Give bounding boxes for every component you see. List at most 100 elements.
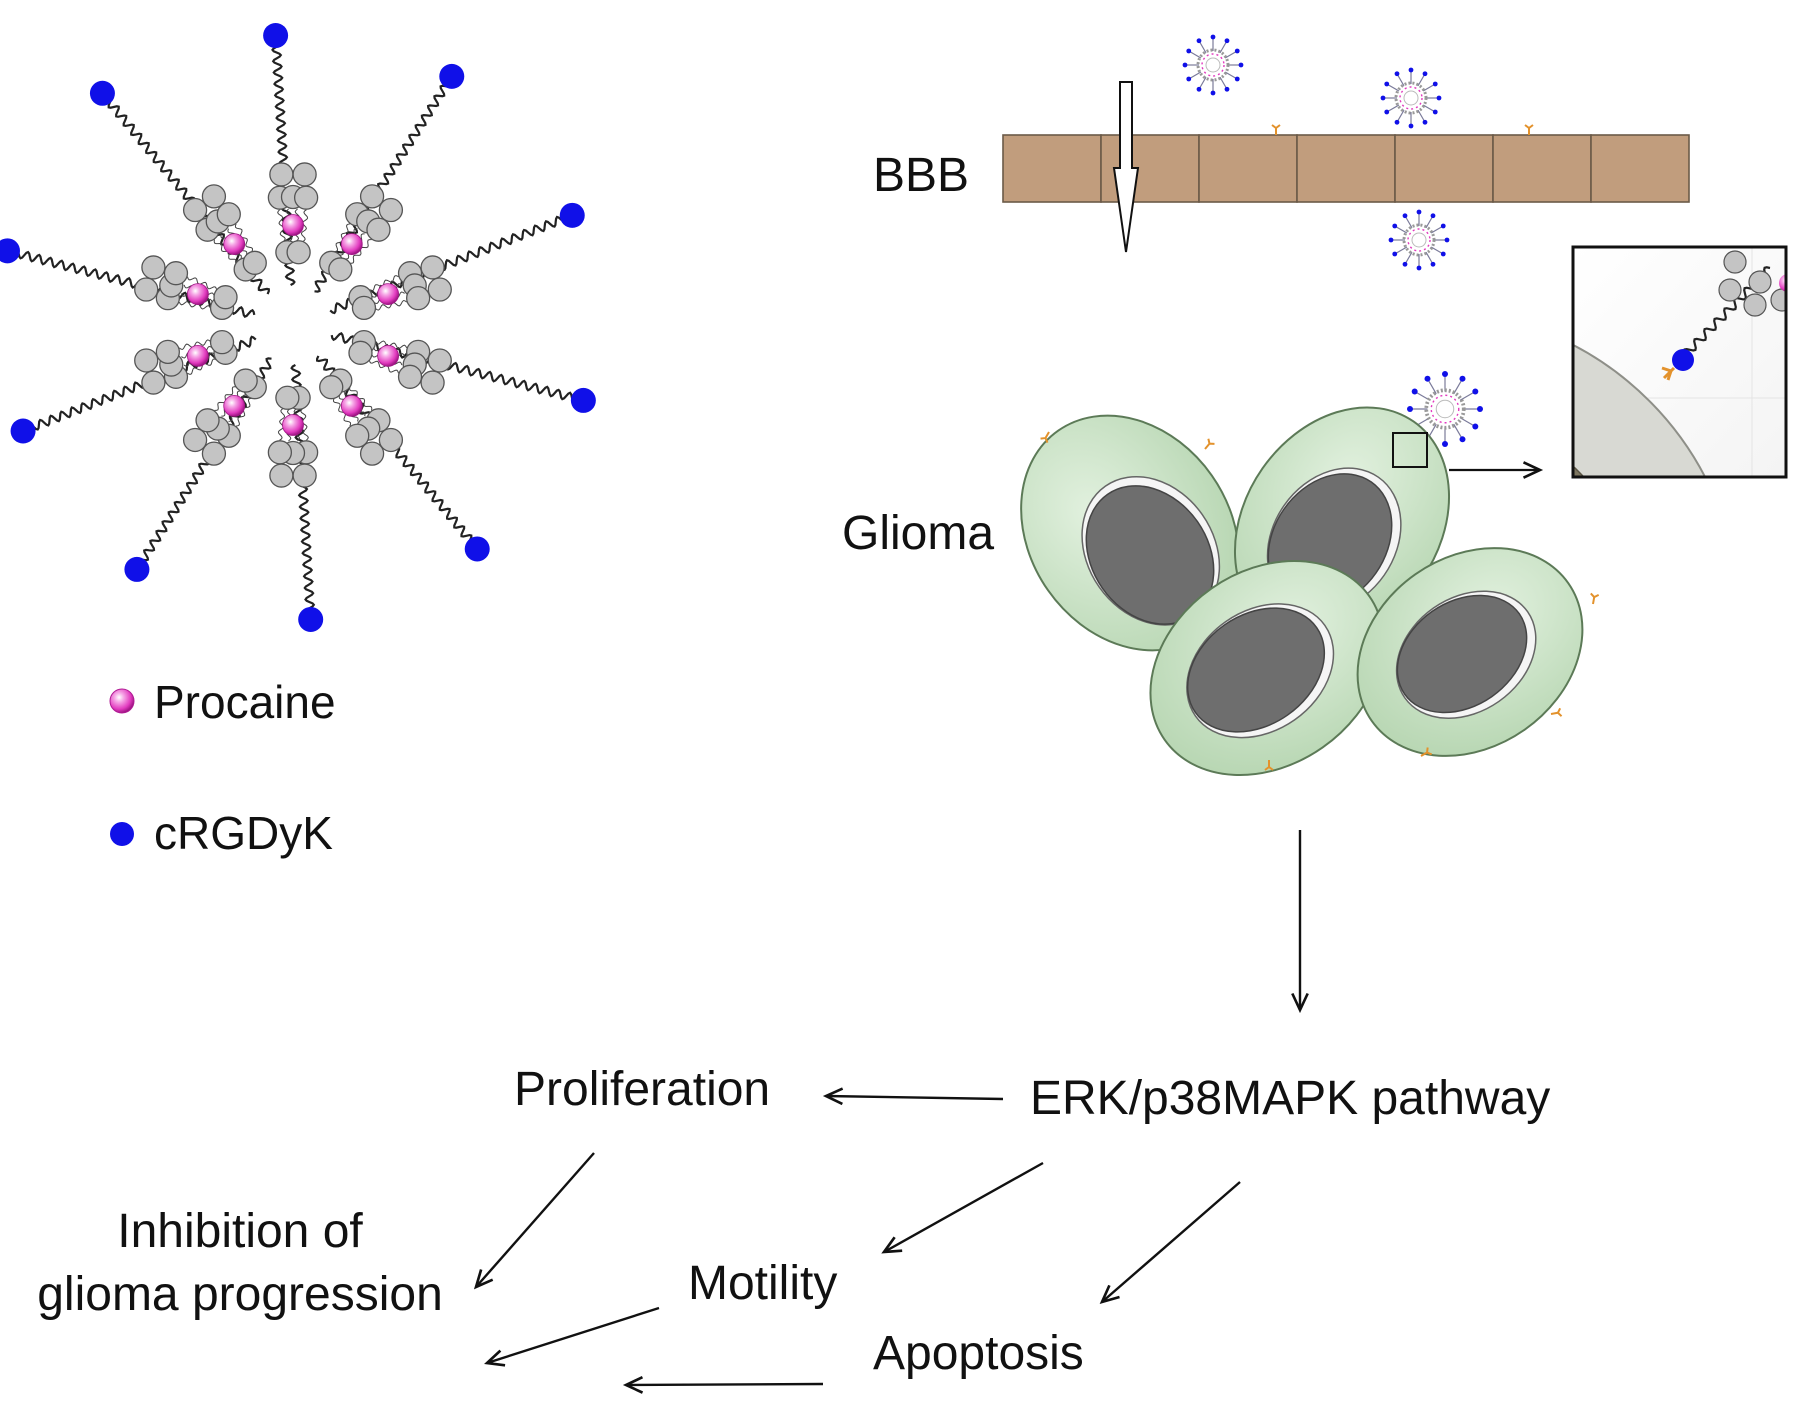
glioma-cell <box>1356 547 1584 757</box>
mini-ligand <box>1422 71 1428 77</box>
liposome-nanoparticle <box>0 23 596 632</box>
inset-crgdyk <box>1672 349 1694 371</box>
crgdyk-ligand <box>559 202 585 228</box>
inset-frame <box>1571 245 1788 479</box>
bbb-cell-block <box>1492 134 1592 203</box>
mini-liposome <box>1407 371 1483 447</box>
mini-ligand <box>1407 406 1413 412</box>
lipid-head <box>182 427 208 453</box>
lipid-head <box>134 348 159 373</box>
mini-ligand <box>1459 436 1466 443</box>
lipid-tail <box>187 276 218 291</box>
lipid-head <box>378 427 404 453</box>
procaine-molecule <box>282 414 304 436</box>
mini-ligand <box>1392 251 1398 257</box>
mini-ligand <box>1472 388 1479 395</box>
cell-receptor <box>1204 438 1215 450</box>
crgdyk-ligand <box>439 63 465 89</box>
lipid-head <box>427 277 452 302</box>
proliferation-label: Proliferation <box>514 1063 771 1116</box>
crgdyk-ligand <box>263 23 289 49</box>
mini-ligand <box>1380 95 1386 101</box>
mini-ligand <box>1430 213 1436 219</box>
mini-ligand <box>1224 38 1230 44</box>
lipid-head <box>420 370 445 395</box>
lipid-tail <box>300 209 309 243</box>
mini-shell <box>1394 81 1428 115</box>
arrow-pathway-to-motility <box>881 1161 1044 1254</box>
mini-ligand <box>1440 223 1446 229</box>
mini-ligand <box>1388 237 1394 243</box>
inset-procaine <box>1779 274 1786 292</box>
bbb-cell-block <box>1002 134 1102 203</box>
zoom-box <box>1392 432 1428 468</box>
crgdyk-ligand <box>0 238 20 264</box>
lipid-tail <box>300 408 309 441</box>
procaine-molecule <box>223 395 246 417</box>
mini-liposome <box>1182 34 1244 96</box>
mini-ligand <box>1442 441 1448 447</box>
inhibition-label-line2: glioma progression <box>37 1268 443 1321</box>
cell-receptor <box>1550 707 1563 717</box>
procaine-legend-label: Procaine <box>154 676 336 728</box>
mini-ligand <box>1210 34 1216 40</box>
mini-ligand <box>1436 95 1442 101</box>
nucleus <box>1186 607 1326 733</box>
mini-ligand <box>1416 265 1422 271</box>
procaine-molecule <box>340 395 363 417</box>
lipid-head <box>141 255 166 280</box>
lipid-head <box>134 277 159 302</box>
crgdyk-legend-label: cRGDyK <box>154 807 333 859</box>
mini-ligand <box>1238 62 1244 68</box>
lipid-head <box>201 441 227 466</box>
lipid-tail <box>277 209 286 242</box>
lipid-head <box>292 162 317 187</box>
mini-ligand <box>1430 261 1436 267</box>
zoom-inset <box>1571 245 1788 479</box>
lipid-head <box>269 162 294 187</box>
mini-ligand <box>1440 251 1446 257</box>
bbb-label: BBB <box>873 149 970 202</box>
mini-core <box>1205 57 1221 73</box>
glioma-cell <box>1149 559 1385 777</box>
lipid-tail <box>374 340 408 350</box>
lipid-head <box>319 375 344 400</box>
inset-lipid-head <box>1743 293 1767 317</box>
mini-ligand <box>1186 48 1192 54</box>
lipid-head <box>269 463 294 488</box>
mini-liposome <box>1388 209 1450 271</box>
blood-brain-barrier <box>1002 81 1690 253</box>
lipid-tail <box>213 239 237 264</box>
procaine-molecule <box>186 345 209 367</box>
lipid-head <box>267 440 293 465</box>
lipid-head <box>406 285 431 311</box>
mini-ligand <box>1394 119 1400 125</box>
lipid-tail <box>374 299 407 311</box>
lipid-head <box>242 250 267 275</box>
arrow-apoptosis-to-inhibition <box>622 1376 824 1394</box>
crgdyk-ligand <box>464 536 490 562</box>
mini-ligand <box>1444 237 1450 243</box>
nucleus <box>1396 594 1528 714</box>
bbb-receptor <box>1271 124 1281 135</box>
lipid-head <box>359 184 385 209</box>
lipid-head <box>286 240 311 265</box>
lipid-head <box>216 202 241 227</box>
lipid-head <box>345 423 370 448</box>
lipid-head <box>292 463 317 488</box>
lipid-head <box>351 295 377 321</box>
inset-receptor <box>1661 366 1676 381</box>
lipid-head <box>366 217 391 242</box>
mini-ligand <box>1384 109 1390 115</box>
crgdyk-ligand <box>570 387 596 413</box>
mini-procaine-ring <box>1430 394 1460 424</box>
mini-ligand <box>1422 119 1428 125</box>
lipid-tail <box>179 339 212 351</box>
crgdyk-ligand <box>124 556 150 582</box>
bbb-cell-block <box>1296 134 1396 203</box>
lipid-head <box>155 339 180 365</box>
mini-ligand <box>1234 48 1240 54</box>
mini-core <box>1435 399 1455 419</box>
mini-procaine-ring <box>1201 53 1225 77</box>
